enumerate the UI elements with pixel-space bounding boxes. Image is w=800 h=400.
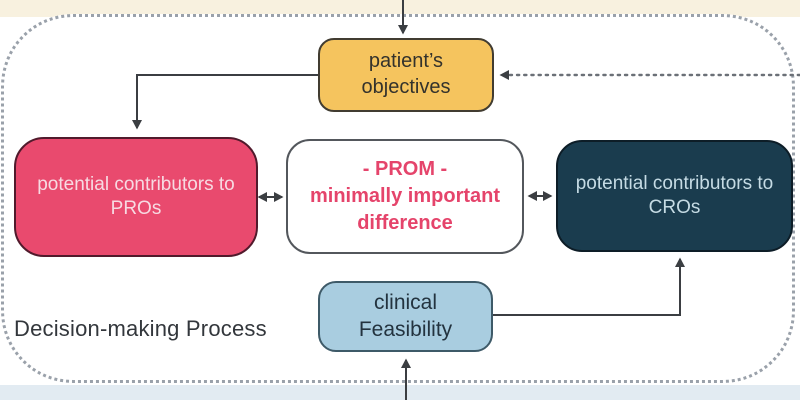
node-pros-line1: potential contributors to	[37, 173, 235, 195]
node-patients-objectives-line1: patient’s	[368, 50, 444, 73]
node-clinical-feasibility: clinical Feasibility	[318, 281, 493, 352]
node-cros-line2: CROs	[648, 197, 701, 218]
node-feasibility-line2: Feasibility	[358, 317, 453, 341]
node-prom-line2: minimally important	[309, 185, 501, 207]
node-potential-contributors-pros: potential contributors to PROs	[14, 137, 258, 257]
bottom-margin-band	[0, 385, 800, 400]
node-prom-line3: difference	[357, 212, 453, 234]
node-feasibility-line1: clinical	[373, 290, 438, 314]
node-prom-title: - PROM -	[362, 158, 448, 180]
node-pros-line2: PROs	[110, 198, 162, 219]
top-margin-band	[0, 0, 800, 17]
node-patients-objectives: patient’s objectives	[318, 38, 494, 112]
node-prom-minimally-important-difference: - PROM - minimally important difference	[286, 139, 524, 254]
node-patients-objectives-line2: objectives	[361, 76, 451, 98]
section-label-decision-making-process: Decision-making Process	[14, 316, 267, 341]
node-cros-line1: potential contributors to	[575, 172, 774, 194]
node-potential-contributors-cros: potential contributors to CROs	[556, 140, 793, 252]
